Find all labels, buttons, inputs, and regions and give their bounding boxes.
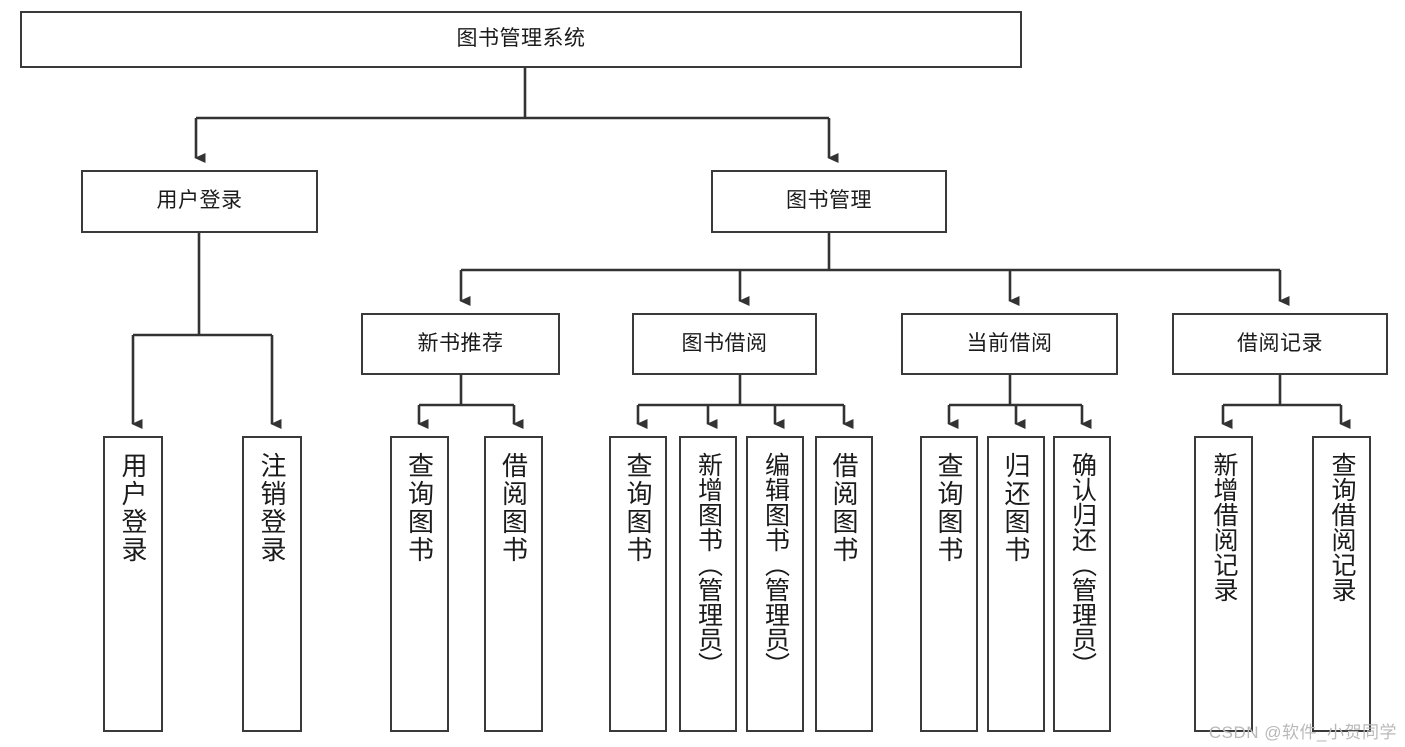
node-label: 查询图书 <box>623 452 653 564</box>
node-new-book-recommend[interactable]: 新书推荐 <box>361 313 560 375</box>
node-label: 新增借阅记录 <box>1210 452 1238 602</box>
watermark-text: CSDN @软件_小贺同学 <box>1208 723 1397 742</box>
node-borrow-record[interactable]: 借阅记录 <box>1172 313 1388 375</box>
node-root-system[interactable]: 图书管理系统 <box>20 11 1022 68</box>
node-current-borrow[interactable]: 当前借阅 <box>901 313 1118 375</box>
leaf-borrow-books-1[interactable]: 借阅图书 <box>484 436 543 732</box>
node-label: 用户登录 <box>118 452 148 564</box>
node-label: 借阅图书 <box>498 452 529 564</box>
node-label: 借阅记录 <box>1237 331 1323 355</box>
node-label: 归还图书 <box>1001 452 1031 564</box>
node-book-manage[interactable]: 图书管理 <box>711 170 947 233</box>
node-label: 新增图书（管理员） <box>694 452 723 677</box>
node-book-borrow[interactable]: 图书借阅 <box>632 313 817 375</box>
leaf-add-borrow-record[interactable]: 新增借阅记录 <box>1194 436 1253 732</box>
leaf-user-login[interactable]: 用户登录 <box>103 436 163 732</box>
leaf-query-books-1[interactable]: 查询图书 <box>390 436 449 732</box>
node-label: 当前借阅 <box>966 331 1053 355</box>
leaf-query-books-3[interactable]: 查询图书 <box>920 436 978 732</box>
node-label: 查询图书 <box>934 452 964 564</box>
node-label: 查询借阅记录 <box>1328 452 1356 602</box>
node-label: 图书管理 <box>786 189 872 213</box>
node-label: 查询图书 <box>404 452 435 564</box>
node-label: 编辑图书（管理员） <box>761 452 790 677</box>
leaf-edit-book-admin[interactable]: 编辑图书（管理员） <box>746 436 804 732</box>
node-label: 新书推荐 <box>417 331 504 355</box>
node-label: 确认归还（管理员） <box>1068 452 1097 677</box>
node-label: 用户登录 <box>156 189 243 213</box>
leaf-return-books[interactable]: 归还图书 <box>987 436 1045 732</box>
leaf-query-books-2[interactable]: 查询图书 <box>609 436 667 732</box>
node-label: 注销登录 <box>257 452 287 564</box>
node-label: 图书借阅 <box>681 331 768 355</box>
leaf-logout-login[interactable]: 注销登录 <box>242 436 302 732</box>
leaf-add-book-admin[interactable]: 新增图书（管理员） <box>679 436 737 732</box>
leaf-confirm-return-admin[interactable]: 确认归还（管理员） <box>1053 436 1111 732</box>
leaf-query-borrow-record[interactable]: 查询借阅记录 <box>1312 436 1371 732</box>
node-label: 借阅图书 <box>829 452 859 564</box>
node-user-login[interactable]: 用户登录 <box>81 170 318 233</box>
node-label: 图书管理系统 <box>456 27 586 51</box>
leaf-borrow-books-2[interactable]: 借阅图书 <box>815 436 873 732</box>
